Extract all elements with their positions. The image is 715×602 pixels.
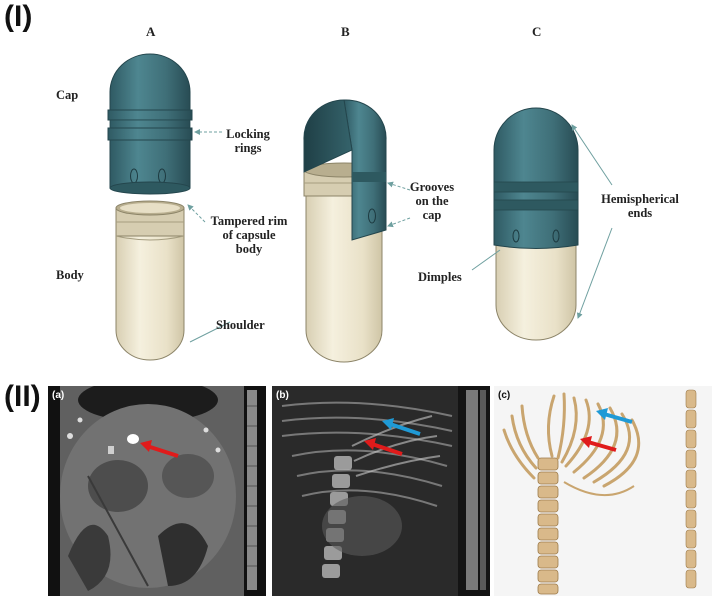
- skeleton-graphic: [494, 386, 712, 596]
- sub-label-c: (c): [498, 390, 511, 401]
- pointer-lines: [187, 124, 613, 343]
- label-hemispherical-line-1: Hemispherical: [601, 192, 679, 206]
- sub-label-b: (b): [276, 390, 289, 401]
- blue-arrow-b: [382, 418, 421, 436]
- capsule-a-cap: [107, 53, 193, 195]
- label-grooves-line-1: Grooves: [409, 180, 455, 194]
- ct-scan-graphic: [48, 386, 266, 596]
- capsule-a-body: [115, 200, 185, 361]
- column-letter-a: A: [146, 24, 156, 39]
- label-grooves: Grooves on the cap: [404, 180, 460, 222]
- label-tampered-rim-line-3: body: [235, 242, 263, 256]
- capsule-b: [303, 99, 387, 363]
- ct-scan-image: [48, 386, 266, 596]
- label-shoulder: Shoulder: [216, 318, 265, 332]
- column-letter-b: B: [341, 24, 350, 39]
- xray-image: [272, 386, 490, 596]
- red-arrow-a: [140, 440, 179, 458]
- label-body: Body: [56, 268, 84, 282]
- label-hemispherical-line-2: ends: [627, 206, 653, 220]
- sub-label-a: (a): [52, 390, 65, 401]
- label-locking-rings: Locking rings: [220, 127, 276, 155]
- panel-label-ii: (II): [4, 380, 41, 413]
- capsule-diagram: [107, 53, 613, 363]
- label-hemispherical-ends: Hemispherical ends: [592, 192, 688, 220]
- label-dimples: Dimples: [418, 270, 462, 284]
- skeleton-render-image: [494, 386, 712, 596]
- label-tampered-rim-line-2: of capsule: [222, 228, 276, 242]
- panel-label-i: (I): [4, 0, 33, 33]
- label-locking-rings-line-2: rings: [234, 141, 262, 155]
- label-grooves-line-2: on the: [415, 194, 449, 208]
- red-arrow-c: [580, 436, 617, 452]
- xray-graphic: [272, 386, 490, 596]
- label-grooves-line-3: cap: [422, 208, 442, 222]
- column-letter-c: C: [532, 24, 542, 39]
- label-tampered-rim: Tampered rim of capsule body: [204, 214, 294, 256]
- blue-arrow-c: [596, 408, 633, 424]
- label-cap: Cap: [56, 88, 79, 102]
- red-arrow-b: [364, 438, 403, 456]
- label-locking-rings-line-1: Locking: [226, 127, 270, 141]
- capsule-c: [493, 107, 579, 341]
- label-tampered-rim-line-1: Tampered rim: [210, 214, 288, 228]
